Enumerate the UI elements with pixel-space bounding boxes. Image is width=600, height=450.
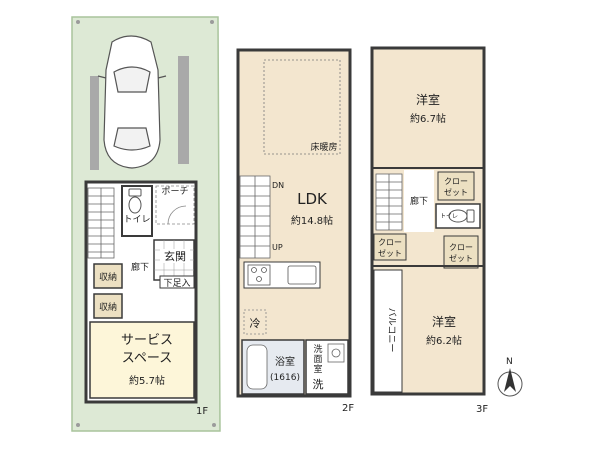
- washroom-label-1: 洗: [313, 343, 322, 355]
- closet-2-label-2: ゼット: [378, 248, 402, 258]
- hallway-label-1f: 廊下: [131, 261, 149, 273]
- washroom-label-3: 室: [313, 363, 322, 375]
- service-space: [89, 321, 195, 399]
- storage-1-label: 収納: [99, 271, 117, 283]
- washroom-label-2: 面: [313, 354, 322, 365]
- floor-label-1f: 1F: [196, 406, 208, 417]
- shoe-cabinet-label: 下足入: [163, 278, 190, 289]
- storage-2-label: 収納: [99, 301, 117, 313]
- stair-down-label-2f: DN: [272, 181, 284, 190]
- closet-2: [373, 233, 407, 261]
- staircase-1f: [87, 187, 115, 259]
- service-space-size: 約5.7帖: [129, 374, 165, 387]
- shoe-cabinet: [159, 275, 195, 289]
- door-swing-icon: [167, 205, 187, 225]
- storage-2-1f: [93, 293, 123, 319]
- toilet-icon: [448, 209, 475, 223]
- stove-icon: [247, 264, 271, 286]
- boundary-wall: [90, 76, 99, 170]
- entrance-label: 玄関: [164, 249, 186, 263]
- entrance-label-bg: [160, 249, 190, 263]
- survey-marker-icon: [212, 423, 216, 427]
- bath-size: (1616): [270, 373, 300, 383]
- porch-area: [155, 185, 195, 225]
- floor-3f: 洋室 約6.7帖 クロー ゼット DN 廊下 トイレ: [370, 46, 523, 415]
- closet-3-label-1: クロー: [449, 243, 473, 252]
- staircase-3f: [375, 173, 403, 231]
- bedroom-2-size: 約6.2帖: [426, 334, 462, 347]
- floor-label-3f: 3F: [476, 404, 488, 415]
- fridge-area: [243, 309, 267, 335]
- survey-marker-icon: [76, 20, 80, 24]
- floor-heating-zone: [263, 59, 341, 155]
- ldk-label: LDK: [297, 190, 328, 208]
- hallway-label-3f: 廊下: [410, 195, 428, 207]
- bedroom-1-label: 洋室: [416, 92, 440, 107]
- closet-1-label-2: ゼット: [444, 187, 468, 197]
- closet-1-label-1: クロー: [444, 177, 468, 186]
- boundary-wall: [178, 56, 189, 164]
- floor-2f: 床暖房 DN UP LDK 約14.8帖 冷: [236, 48, 354, 414]
- bedroom-1-size: 約6.7帖: [410, 112, 446, 125]
- ldk-size: 約14.8帖: [291, 214, 333, 227]
- fridge-label: 冷: [250, 317, 261, 330]
- basin-bowl-icon: [331, 348, 341, 358]
- bedroom-2-label: 洋室: [432, 314, 456, 329]
- closet-1: [437, 171, 475, 201]
- service-space-label-1: サービス: [121, 333, 173, 348]
- survey-marker-icon: [76, 423, 80, 427]
- toilet-label-3f: トイレ: [440, 213, 458, 220]
- closet-3-label-2: ゼット: [449, 253, 473, 263]
- sink-icon: [287, 265, 317, 285]
- stair-up-label-2f: UP: [272, 243, 283, 252]
- washbasin-icon: [327, 343, 345, 363]
- washer-label: 洗: [313, 378, 324, 391]
- car-icon: [97, 35, 167, 169]
- balcony-label: バルコニー: [386, 308, 397, 353]
- porch-label: ポーチ: [161, 186, 188, 197]
- floor-heating-label: 床暖房: [310, 141, 337, 153]
- bathtub-icon: [246, 344, 268, 390]
- service-space-label-2: スペース: [122, 351, 172, 366]
- balcony: [373, 269, 403, 393]
- bathroom-label: 浴室: [275, 355, 295, 368]
- closet-2-label-1: クロー: [378, 238, 402, 247]
- closet-3: [443, 235, 479, 269]
- survey-marker-icon: [210, 20, 214, 24]
- compass-icon: [497, 368, 523, 397]
- hallway-3f: [404, 170, 434, 232]
- floor-1f: トイレ ポーチ 玄関 廊下 収納 下足入 収納 サービス スペース: [71, 16, 221, 432]
- toilet-label: トイレ: [123, 215, 150, 225]
- storage-1-1f: [93, 263, 123, 289]
- staircase-2f: [239, 175, 271, 259]
- toilet-icon: [128, 188, 142, 214]
- floor-label-2f: 2F: [342, 403, 354, 414]
- compass-label: N: [506, 357, 513, 367]
